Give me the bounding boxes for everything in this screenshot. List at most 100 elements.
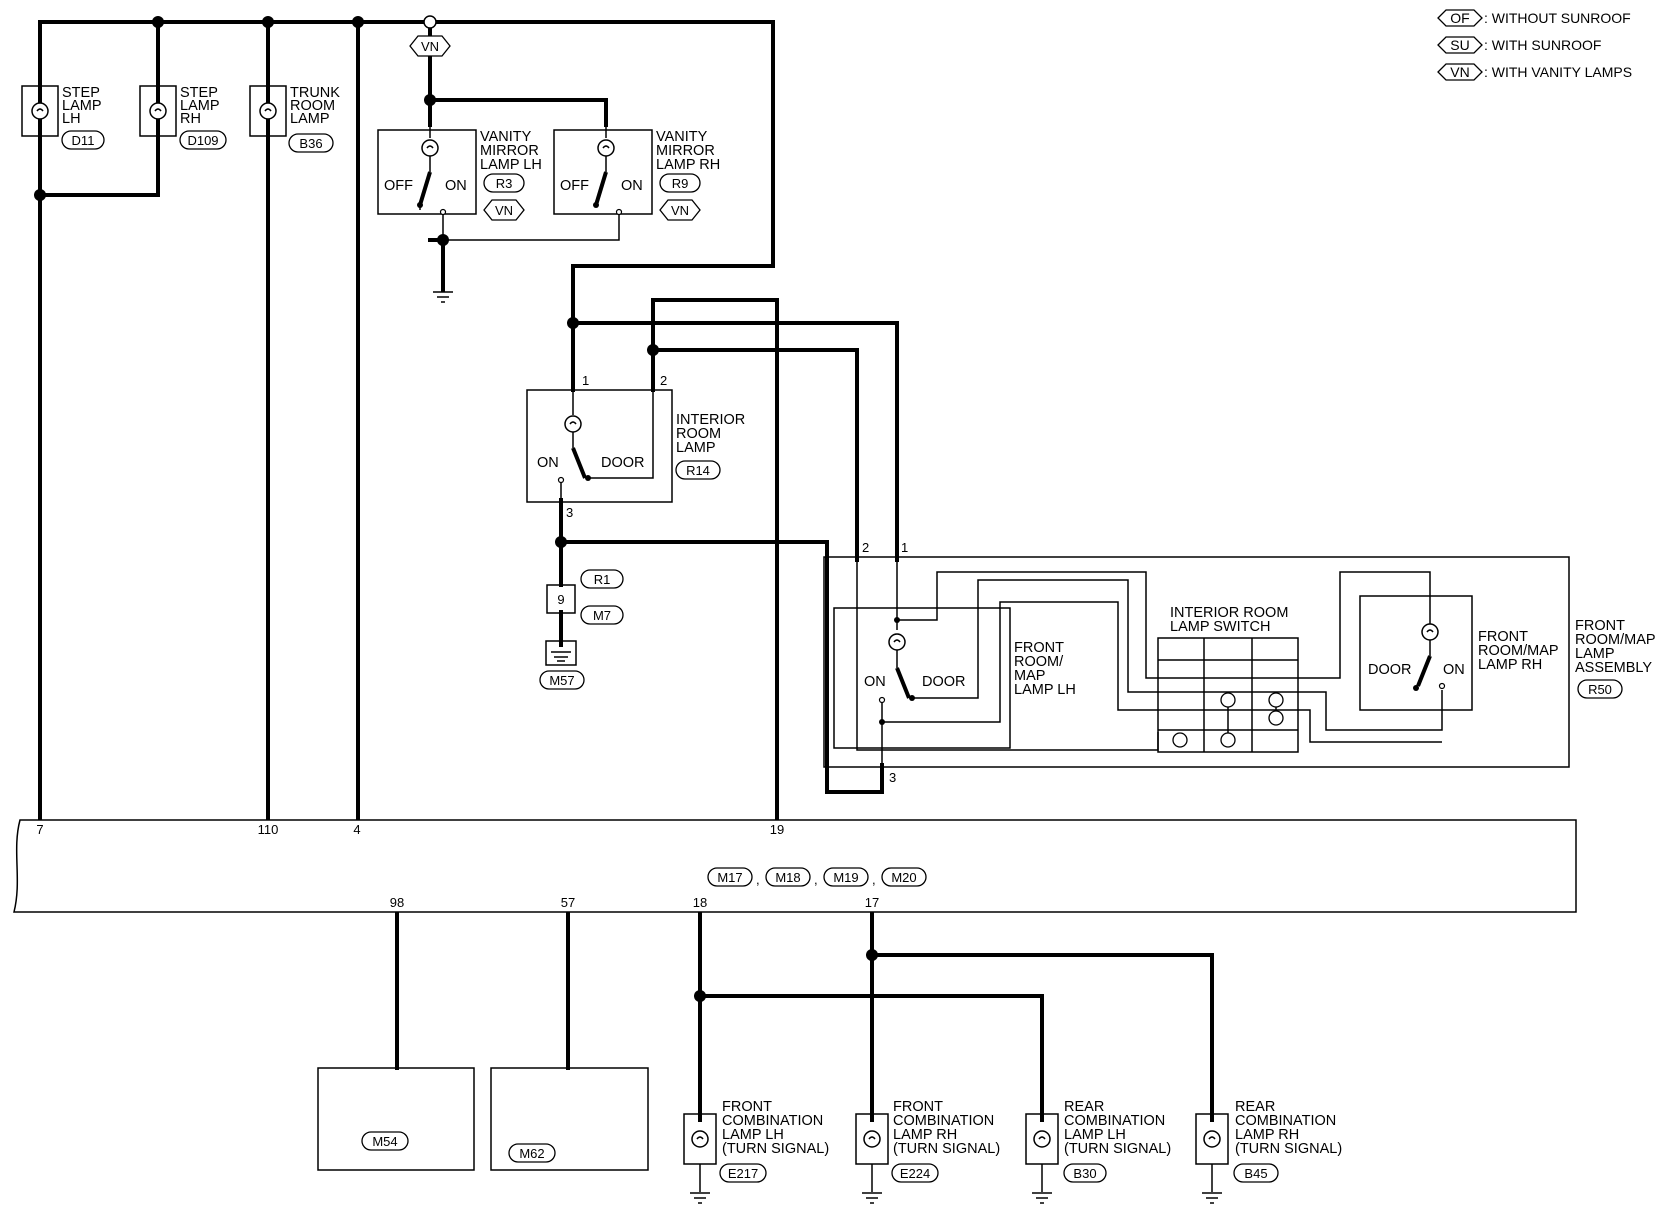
label-line: STEP — [180, 85, 218, 101]
pin-number: 2 — [862, 540, 869, 555]
connector-code: D109 — [187, 133, 218, 148]
legend-item-vn: VN : WITH VANITY LAMPS — [1437, 63, 1632, 81]
connector-code: R1 — [594, 572, 611, 587]
connector-code: M57 — [549, 673, 574, 688]
label-line: FRONT — [1575, 618, 1625, 634]
unit-m62: M62 — [490, 1067, 649, 1171]
label-line: STEP — [62, 85, 100, 101]
label-line: FRONT — [722, 1099, 772, 1115]
rear-combination-lamp-rh: REAR COMBINATION LAMP RH (TURN SIGNAL) B… — [1195, 1099, 1342, 1204]
label-line: LAMP — [1575, 646, 1615, 662]
label-line: (TURN SIGNAL) — [893, 1141, 1000, 1157]
bulb-icon — [597, 139, 615, 157]
bulb-icon — [421, 139, 439, 157]
rear-combination-lamp-lh: REAR COMBINATION LAMP LH (TURN SIGNAL) B… — [1025, 1099, 1171, 1204]
vanity-mirror-lamp-rh: OFF ON VANITY MIRROR LAMP RH R9 VN — [443, 125, 720, 241]
switch-label-off: OFF — [384, 178, 413, 194]
connector-code: B45 — [1244, 1166, 1267, 1181]
separator: , — [756, 872, 760, 887]
connector-code: R50 — [1588, 682, 1612, 697]
label-line: LAMP LH — [722, 1127, 784, 1143]
legend-text: : WITH VANITY LAMPS — [1484, 64, 1632, 80]
label-line: LAMP — [290, 111, 330, 127]
label-line: FRONT — [1478, 629, 1528, 645]
label-line: LAMP RH — [656, 157, 720, 173]
label-line: LAMP — [62, 98, 102, 114]
switch-label-door: DOOR — [601, 455, 645, 471]
pin-number: 18 — [693, 895, 707, 910]
switch-label-off: OFF — [560, 178, 589, 194]
connector-code: M54 — [372, 1134, 397, 1149]
label-line: ROOM/MAP — [1478, 643, 1559, 659]
wires — [38, 20, 1214, 1122]
step-lamp-rh: STEP LAMP RH D109 — [139, 85, 227, 150]
connector-code: M17 — [717, 870, 742, 885]
front-combination-lamp-rh: FRONT COMBINATION LAMP RH (TURN SIGNAL) … — [855, 1099, 1000, 1204]
connector-code: R9 — [672, 176, 689, 191]
switch-label-on: ON — [1443, 662, 1465, 678]
connector-code: M20 — [891, 870, 916, 885]
label-line: LAMP RH — [1235, 1127, 1299, 1143]
ground-junction: 9 R1 M7 M57 — [539, 569, 624, 690]
label-line: REAR — [1064, 1099, 1104, 1115]
switch-label-door: DOOR — [922, 674, 966, 690]
bulb-icon — [1033, 1130, 1051, 1148]
pin-number: 2 — [660, 373, 667, 388]
legend-code: SU — [1450, 37, 1469, 53]
option-label: VN — [671, 203, 689, 218]
label-line: ROOM — [676, 426, 721, 442]
pin-number: 9 — [557, 592, 564, 607]
label-line: COMBINATION — [1235, 1113, 1336, 1129]
label-line: LAMP RH — [893, 1127, 957, 1143]
label-line: ROOM/MAP — [1575, 632, 1656, 648]
ground-symbol — [433, 291, 453, 303]
legend-item-su: SU : WITH SUNROOF — [1437, 36, 1601, 54]
connector-code: E217 — [728, 1166, 758, 1181]
pin-number: 1 — [582, 373, 589, 388]
label-line: (TURN SIGNAL) — [1064, 1141, 1171, 1157]
unit-m54: M54 — [317, 1067, 475, 1171]
switch-label-on: ON — [537, 455, 559, 471]
pin-number: 3 — [889, 770, 896, 785]
label-line: INTERIOR — [676, 412, 745, 428]
bulb-icon — [149, 102, 167, 120]
label-line: INTERIOR ROOM — [1170, 605, 1288, 621]
label-line: VANITY — [656, 129, 708, 145]
label-line: (TURN SIGNAL) — [1235, 1141, 1342, 1157]
option-label: VN — [495, 203, 513, 218]
pin-number: 4 — [353, 822, 360, 837]
label-line: COMBINATION — [722, 1113, 823, 1129]
bulb-icon — [31, 102, 49, 120]
connector-code: M7 — [593, 608, 611, 623]
label-line: LAMP — [676, 440, 716, 456]
bulb-icon — [1203, 1130, 1221, 1148]
pin-number: 17 — [865, 895, 879, 910]
connector-code: E224 — [900, 1166, 930, 1181]
label-line: ASSEMBLY — [1575, 660, 1652, 676]
label-line: LAMP LH — [1014, 682, 1076, 698]
bulb-icon — [564, 415, 582, 433]
bulb-icon — [863, 1130, 881, 1148]
pin-number: 19 — [770, 822, 784, 837]
connector-code: M62 — [519, 1146, 544, 1161]
legend-code: OF — [1450, 10, 1469, 26]
option-label: VN — [421, 39, 439, 54]
label-line: TRUNK — [290, 85, 340, 101]
pin-number: 57 — [561, 895, 575, 910]
pin-number: 98 — [390, 895, 404, 910]
separator: , — [814, 872, 818, 887]
switch-label-on: ON — [445, 178, 467, 194]
label-line: REAR — [1235, 1099, 1275, 1115]
switch-label-on: ON — [864, 674, 886, 690]
connector-code: M18 — [775, 870, 800, 885]
label-line: COMBINATION — [1064, 1113, 1165, 1129]
legend: OF : WITHOUT SUNROOF SU : WITH SUNROOF V… — [1437, 9, 1632, 81]
front-room-map-lamp-assembly: 2 1 3 ON DOOR FRONT ROOM/ MAP LAMP LH — [823, 540, 1656, 785]
label-line: LAMP SWITCH — [1170, 619, 1270, 635]
label-line: MIRROR — [480, 143, 539, 159]
connector-code: D11 — [72, 133, 95, 148]
label-line: LAMP — [180, 98, 220, 114]
label-line: LH — [62, 111, 81, 127]
bulb-icon — [691, 1130, 709, 1148]
pin-number: 7 — [36, 822, 43, 837]
